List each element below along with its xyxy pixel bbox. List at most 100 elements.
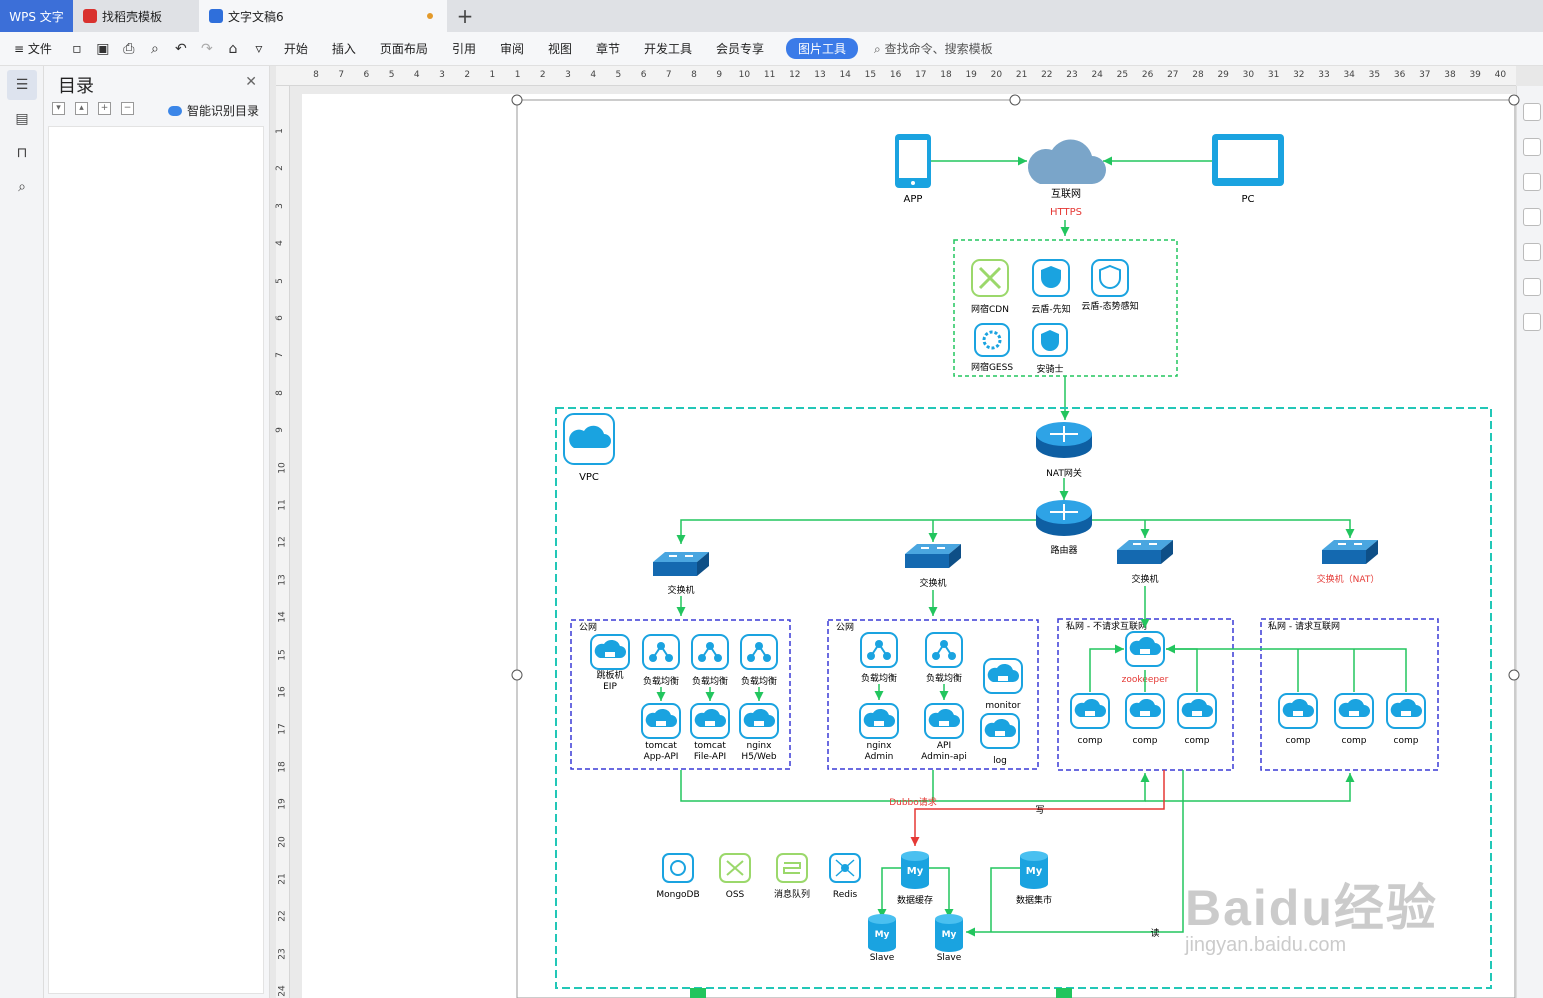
ruler-tick-label: 30 (1242, 70, 1255, 80)
zone2-group (827, 619, 1039, 770)
zoom-in-icon[interactable] (1523, 208, 1541, 226)
tab-wps-app[interactable]: WPS 文字 (0, 0, 73, 32)
save-icon[interactable]: ▫ (72, 40, 82, 57)
knight-shield-icon (1032, 323, 1068, 357)
db-label: 数据缓存 (897, 894, 933, 906)
more-dropdown-icon[interactable]: ▿ (255, 40, 263, 57)
crop-icon[interactable] (1523, 278, 1541, 296)
add-level-icon[interactable]: + (98, 102, 111, 115)
resize-handle-tr[interactable] (1508, 94, 1520, 106)
menu-chapter[interactable]: 章节 (595, 42, 620, 56)
gear-icon (974, 323, 1010, 357)
switch3-label: 交换机 (1131, 573, 1158, 585)
smart-toc-button[interactable]: 智能识别目录 (167, 102, 259, 119)
resize-handle-right[interactable] (1508, 669, 1520, 681)
tab-document[interactable]: 文字文稿6 (199, 0, 447, 32)
nginx-sub: H5/Web (741, 752, 776, 762)
ruler-tick-label: 18 (277, 761, 288, 773)
ruler-tick-label: 6 (363, 70, 370, 80)
toc-panel-icon[interactable]: ☰ (7, 70, 37, 100)
tab-template[interactable]: 找稻壳模板 (73, 0, 199, 32)
ruler-tick-label: 11 (763, 70, 776, 80)
docer-icon (83, 9, 97, 23)
format-painter-icon[interactable]: ⌂ (228, 40, 238, 57)
ruler-tick-label: 13 (814, 70, 826, 80)
resize-handle-left[interactable] (511, 669, 523, 681)
mysql-mark: My (942, 930, 957, 940)
find-icon[interactable]: ⌕ (18, 179, 26, 195)
more-icon[interactable] (1523, 313, 1541, 331)
slave-label: Slave (937, 953, 962, 963)
redo-icon[interactable]: ↷ (201, 40, 213, 57)
mysql-mark: My (875, 930, 890, 940)
load-balancer-icon (691, 634, 729, 670)
print-icon[interactable]: ⎙ (123, 40, 135, 57)
ruler-tick-label: 12 (789, 70, 801, 80)
redis-icon (829, 853, 861, 883)
close-icon[interactable]: ✕ (245, 74, 257, 90)
list-icon[interactable] (1523, 173, 1541, 191)
ruler-tick-label: 15 (277, 648, 288, 661)
log-label: log (993, 756, 1007, 766)
collapse-icon[interactable]: ▾ (52, 102, 65, 115)
expand-icon[interactable]: ▴ (75, 102, 88, 115)
document-canvas[interactable] (290, 86, 1516, 998)
right-side-toolbar (1516, 86, 1543, 998)
resize-handle-top[interactable] (1009, 94, 1021, 106)
lightbulb-icon[interactable] (1523, 243, 1541, 261)
ruler-tick-label: 22 (1041, 70, 1053, 80)
menu-reference[interactable]: 引用 (451, 42, 476, 56)
command-search[interactable]: ⌕ 查找命令、搜索模板 (874, 42, 993, 56)
resize-handle-tl[interactable] (511, 94, 523, 106)
mysql-mark: My (1026, 866, 1043, 877)
chapter-nav-icon[interactable]: ▤ (15, 111, 29, 127)
menu-insert[interactable]: 插入 (331, 42, 356, 56)
menu-layout[interactable]: 页面布局 (379, 42, 428, 56)
comp-label: comp (1185, 736, 1210, 746)
ruler-tick-label: 35 (1368, 70, 1381, 80)
export-pdf-icon[interactable]: ▣ (96, 40, 110, 57)
ruler-tick-label: 10 (277, 461, 288, 474)
menu-view[interactable]: 视图 (547, 42, 572, 56)
menu-review[interactable]: 审阅 (499, 42, 524, 56)
https-label: HTTPS (1050, 207, 1082, 218)
nat-label: NAT网关 (1046, 467, 1082, 479)
menu-member[interactable]: 会员专享 (716, 42, 765, 56)
switch-icon-3 (1116, 539, 1174, 565)
new-tab-button[interactable]: + (456, 4, 474, 28)
menu-picture-tools[interactable]: 图片工具 (786, 38, 859, 59)
ruler-tick-label: 11 (277, 499, 288, 511)
monitor-label: monitor (985, 701, 1021, 711)
menu-devtools[interactable]: 开发工具 (644, 42, 693, 56)
edit-icon[interactable] (1523, 138, 1541, 156)
comp-icon (1125, 693, 1165, 729)
ruler-tick-label: 20 (277, 835, 288, 848)
ruler-tick-label: 16 (277, 686, 288, 698)
ruler-tick-label: 8 (691, 70, 697, 80)
switch1-label: 交换机 (667, 584, 694, 596)
file-menu[interactable]: ≡ 文件 (14, 42, 52, 56)
remove-level-icon[interactable]: − (121, 102, 134, 115)
app-label: APP (904, 194, 923, 205)
zoom-out-icon[interactable] (1523, 103, 1541, 121)
cloud-icon (167, 105, 182, 116)
left-nav-rail: ☰ ▤ ⊓ ⌕ (0, 66, 44, 998)
ruler-tick-label: 8 (274, 389, 285, 396)
ruler-tick-label: 5 (274, 277, 285, 284)
print-preview-icon[interactable]: ⌕ (150, 40, 159, 57)
lb-label: 负载均衡 (643, 675, 679, 687)
bookmark-icon[interactable]: ⊓ (16, 145, 28, 161)
undo-icon[interactable]: ↶ (175, 40, 187, 57)
menu-start[interactable]: 开始 (283, 42, 308, 56)
internet-label: 互联网 (1051, 188, 1081, 200)
phone-icon (895, 134, 931, 188)
comp-label: comp (1286, 736, 1311, 746)
document-page[interactable] (302, 94, 1516, 998)
toc-list (48, 126, 264, 994)
comp-icon (1070, 693, 1110, 729)
tomcat-app-icon (641, 703, 681, 739)
comp-icon (1177, 693, 1217, 729)
